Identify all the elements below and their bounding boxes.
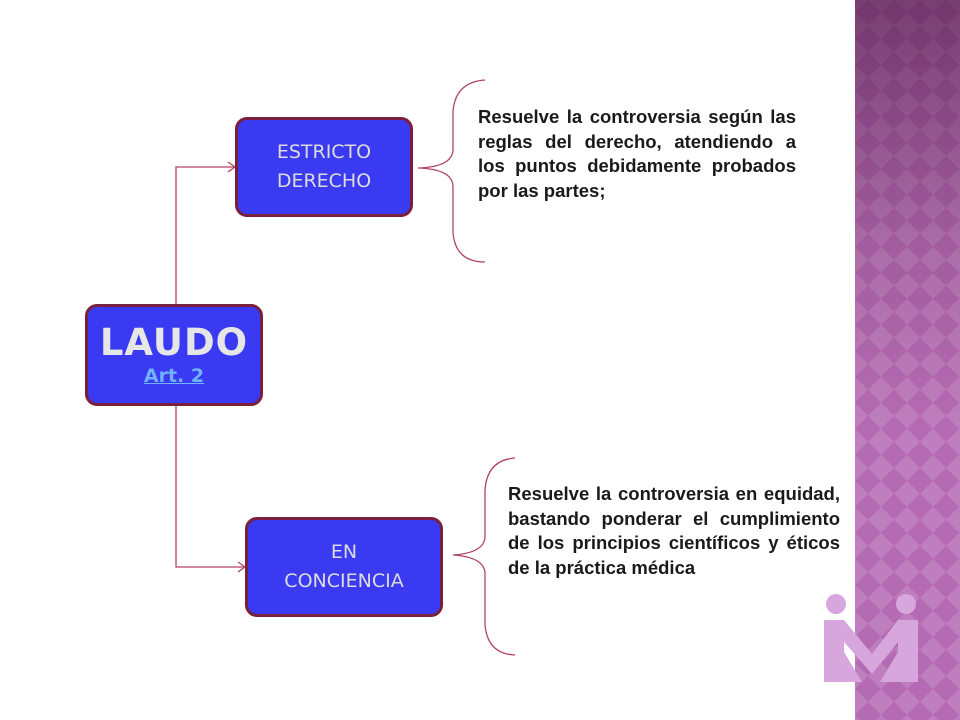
article-link[interactable]: Art. 2	[143, 365, 205, 388]
root-node-laudo: LAUDO Art. 2	[85, 304, 263, 406]
brace-bottom	[452, 457, 516, 656]
root-title: LAUDO	[99, 320, 249, 364]
connector-to-estricto	[175, 166, 235, 304]
brace-top	[417, 79, 486, 263]
branch-label: EN CONCIENCIA	[284, 541, 404, 592]
branch-label: ESTRICTO DERECHO	[276, 141, 372, 192]
en-conciencia-description: Resuelve la controversia en equidad, bas…	[508, 483, 840, 578]
estricto-derecho-description: Resuelve la controversia según las regla…	[478, 106, 796, 201]
branch-node-en-conciencia: EN CONCIENCIA	[245, 517, 443, 617]
connector-to-conciencia	[175, 406, 245, 568]
logo-icon	[824, 594, 918, 682]
branch-node-estricto-derecho: ESTRICTO DERECHO	[235, 117, 413, 217]
decorative-side-band	[855, 0, 960, 720]
